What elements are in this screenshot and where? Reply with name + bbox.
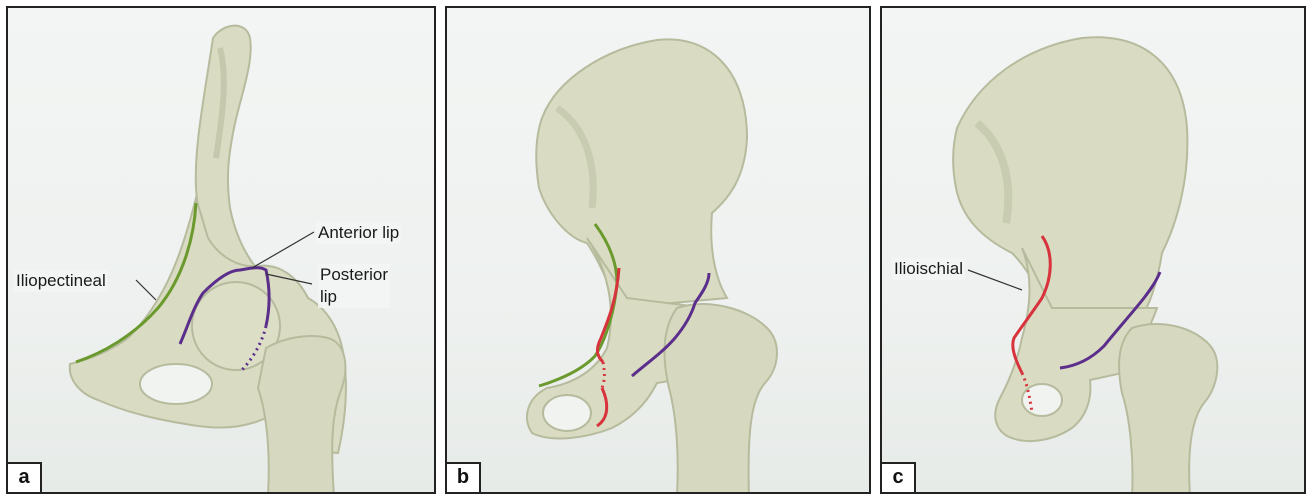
femur xyxy=(664,304,776,494)
label-posterior-lip: Posterior lip xyxy=(318,264,390,308)
panel-letter-c: c xyxy=(882,462,916,492)
label-iliopectineal: Iliopectineal xyxy=(14,270,108,292)
femur xyxy=(1119,324,1217,494)
obturator-foramen xyxy=(543,395,591,431)
leader-iliopectineal xyxy=(136,280,156,300)
panel-a: Iliopectineal Anterior lip Posterior lip… xyxy=(6,6,436,494)
panel-c: Ilioischial c xyxy=(880,6,1306,494)
panel-c-illustration xyxy=(882,8,1306,494)
panel-letter-a: a xyxy=(8,462,42,492)
femur xyxy=(258,336,345,494)
panel-a-illustration xyxy=(8,8,436,494)
label-ilioischial: Ilioischial xyxy=(892,258,965,280)
ilium-wing xyxy=(953,37,1187,323)
obturator-foramen xyxy=(140,364,212,404)
panel-b-illustration xyxy=(447,8,871,494)
obturator-foramen xyxy=(1022,384,1062,416)
label-anterior-lip: Anterior lip xyxy=(316,222,401,244)
leader-ilioischial xyxy=(968,270,1022,290)
leader-anterior-lip xyxy=(252,232,314,268)
panel-letter-b: b xyxy=(447,462,481,492)
panel-b: b xyxy=(445,6,871,494)
ilium-wing xyxy=(536,39,747,308)
